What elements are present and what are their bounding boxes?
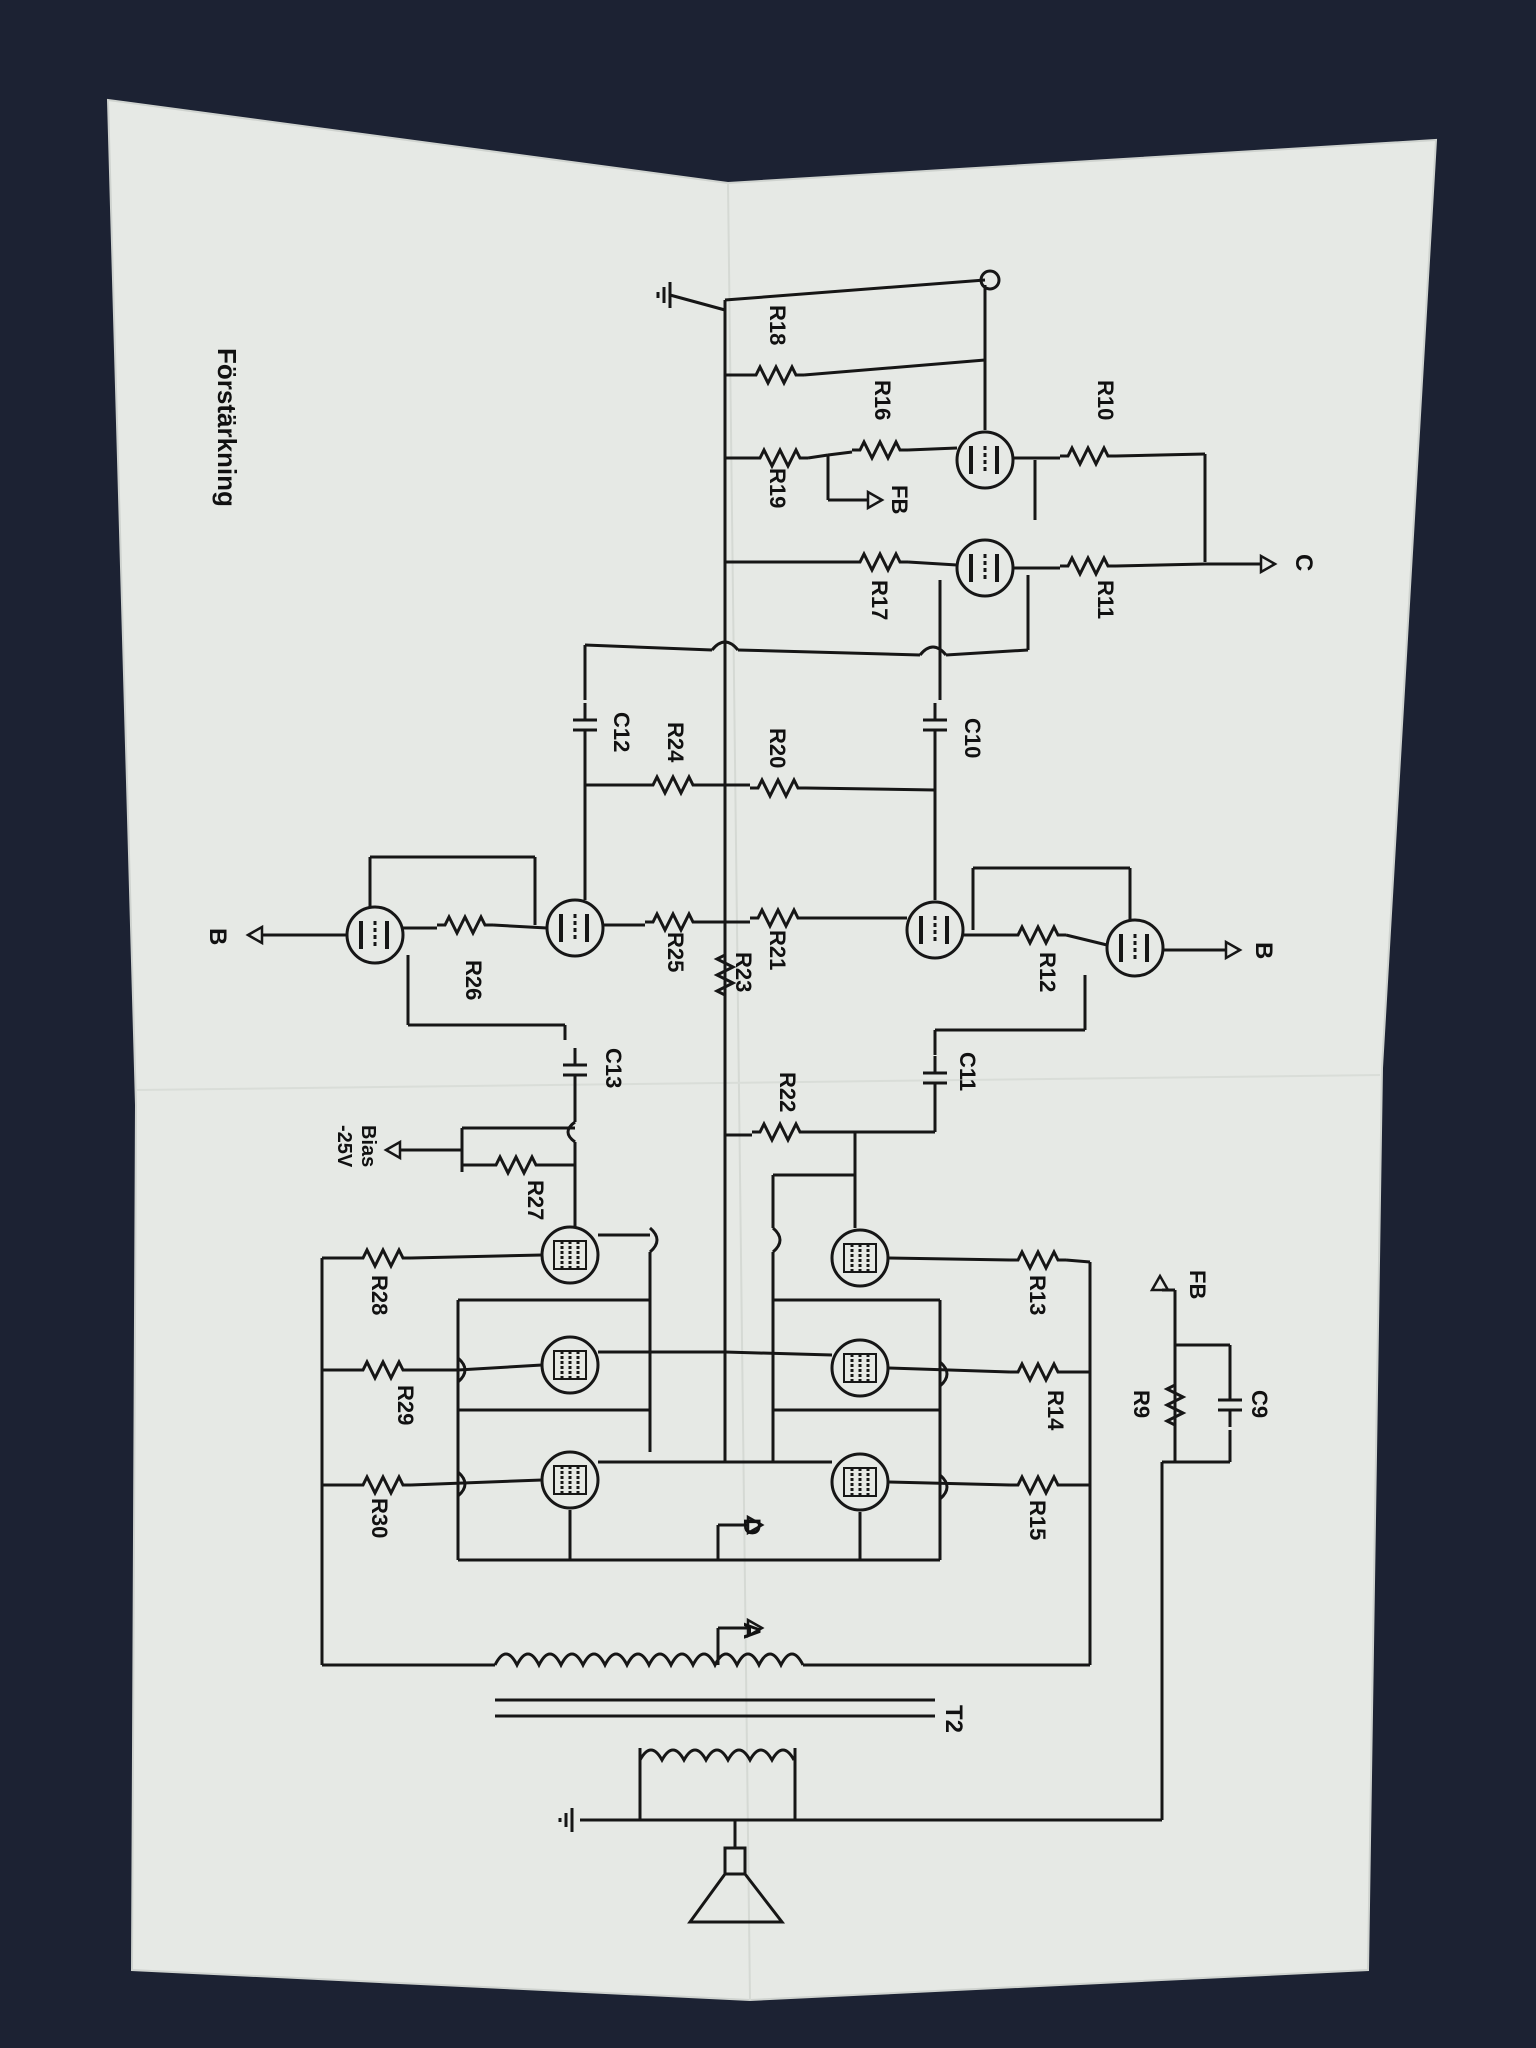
label-r29: R29 [393,1385,418,1425]
ground-symbol-bottom [558,1808,574,1832]
amplifier-schematic: Förstärkning R18 R19 R16 FB [204,269,1317,1924]
label-c11: C11 [955,1052,980,1091]
bias-voltage-label: -25V [333,1125,355,1168]
label-fb-right: FB [1185,1270,1210,1299]
label-r18: R18 [765,305,790,345]
label-c13: C13 [601,1048,626,1088]
label-r30: R30 [367,1498,392,1538]
label-r28: R28 [367,1275,392,1315]
label-r27: R27 [523,1180,548,1220]
label-r19: R19 [765,468,790,508]
speaker-icon [687,1846,786,1924]
label-r20: R20 [765,728,790,768]
port-b-right-label: B [1250,942,1277,959]
label-r25: R25 [663,932,688,972]
label-r16: R16 [870,380,895,420]
bias-label: Bias [357,1125,379,1167]
port-d-label: D [738,1518,765,1535]
label-r23: R23 [731,952,756,992]
input-wire [724,278,986,302]
port-b-left-label: B [204,928,231,945]
label-r22: R22 [775,1072,800,1112]
label-r10: R10 [1093,380,1118,420]
paper-fold-vertical [727,182,751,2001]
label-c9: C9 [1247,1390,1272,1418]
label-r15: R15 [1025,1500,1050,1540]
port-a-label: A [738,1622,765,1639]
label-r12: R12 [1035,952,1060,992]
label-r21: R21 [765,930,790,970]
paper-fold-horizontal [135,1074,1381,1091]
label-t2: T2 [940,1705,967,1733]
label-c12: C12 [609,712,634,752]
label-r13: R13 [1025,1275,1050,1315]
top-ground-lead [669,293,726,312]
label-r17: R17 [867,580,892,620]
label-r9: R9 [1129,1390,1154,1418]
transformer-t2 [322,1652,1090,1820]
label-c10: C10 [960,718,985,758]
label-r14: R14 [1043,1390,1068,1431]
label-fb-top: FB [887,485,912,514]
title: Förstärkning [212,348,242,507]
paper-sheet [106,98,1438,2002]
label-r26: R26 [461,960,486,1000]
ground-symbol-top [656,282,672,308]
port-c-label: C [1290,554,1317,571]
label-r11: R11 [1093,580,1118,619]
input-jack-icon [979,269,1001,291]
label-r24: R24 [663,722,688,763]
